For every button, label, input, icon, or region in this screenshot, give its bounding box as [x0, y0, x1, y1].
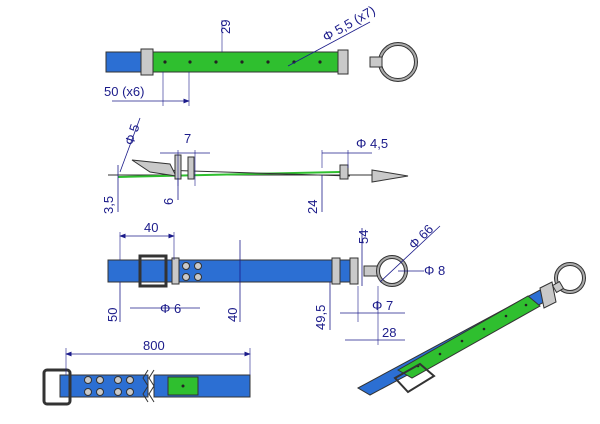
- dim-side-24: 24: [305, 200, 320, 214]
- dim-side-35: 3,5: [101, 196, 116, 214]
- dim-hole-spacing: 50 (x6): [104, 84, 144, 99]
- dim-side-7: 7: [184, 131, 191, 146]
- dim-front-495: 49,5: [313, 305, 328, 330]
- dim-side-phi5: Φ 5: [122, 122, 143, 147]
- front-view: 40 54 Φ 66 Φ 8 50 Φ 6 40 49,5 Φ 7 28: [105, 220, 445, 345]
- dim-side-phi45: Φ 4,5: [356, 136, 388, 151]
- top-strap-green-pad: [149, 51, 341, 73]
- dim-length-800: 800: [143, 338, 165, 353]
- dim-side-6: 6: [161, 198, 176, 205]
- dim-29: 29: [218, 20, 233, 34]
- side-ring: [371, 169, 409, 183]
- side-view: Φ 5 7 Φ 4,5 3,5 6 24: [101, 117, 409, 214]
- dim-front-phi6: Φ 6: [160, 301, 181, 316]
- dim-front-50: 50: [105, 308, 120, 322]
- dim-front-54: 54: [356, 230, 371, 244]
- length-eyelets: [84, 376, 134, 396]
- length-strap-left: [59, 374, 149, 398]
- length-view: 800: [42, 338, 251, 406]
- front-eyelets: [182, 262, 202, 281]
- dim-front-phi66: Φ 66: [406, 221, 437, 252]
- iso-strap-green: [396, 295, 541, 379]
- dim-front-40-top: 40: [144, 220, 158, 235]
- top-keeper: [337, 49, 349, 75]
- front-strap: [107, 259, 359, 283]
- dim-front-phi7: Φ 7: [372, 298, 393, 313]
- length-buckle: [42, 368, 72, 406]
- front-buckle-frame: [138, 254, 168, 288]
- dim-front-40-mid: 40: [225, 308, 240, 322]
- dim-front-phi8: Φ 8: [424, 263, 445, 278]
- side-buckle: [131, 159, 177, 177]
- top-ring-lug: [369, 56, 383, 68]
- dim-front-28: 28: [382, 325, 396, 340]
- top-view: 29 Φ 5,5 (x7) 50 (x6): [104, 3, 418, 106]
- iso-buckle: [393, 362, 436, 394]
- isometric-view: [356, 262, 586, 396]
- dim-hole-diameter: Φ 5,5 (x7): [320, 3, 378, 45]
- top-buckle: [140, 48, 154, 76]
